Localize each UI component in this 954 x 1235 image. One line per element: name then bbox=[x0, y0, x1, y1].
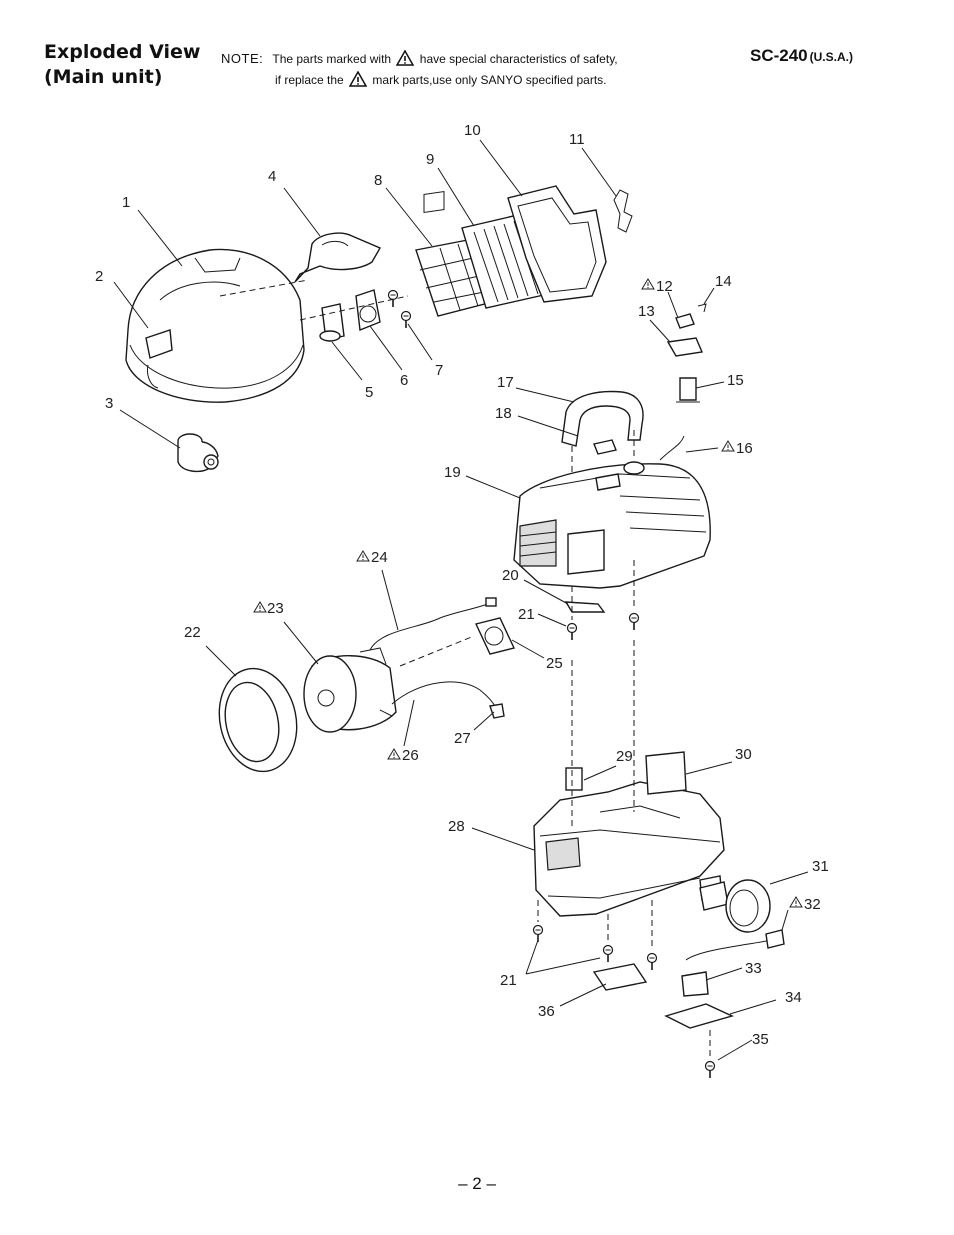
warning-triangle-icon bbox=[253, 601, 267, 613]
callout-2: 2 bbox=[95, 268, 103, 285]
note-line2-a: if replace the bbox=[275, 73, 344, 87]
part-bottom-plate bbox=[664, 1003, 735, 1029]
warning-triangle-icon bbox=[396, 50, 415, 66]
callout-15: 15 bbox=[727, 372, 744, 389]
part-wire-24 bbox=[369, 603, 489, 651]
part-terminal-27 bbox=[489, 703, 505, 719]
callout-17: 17 bbox=[497, 374, 514, 391]
part-wire-26 bbox=[391, 681, 497, 709]
callout-11: 11 bbox=[569, 131, 585, 148]
callout-10: 10 bbox=[464, 122, 481, 139]
part-switch-assembly bbox=[666, 303, 707, 403]
callout-21-lower: 21 bbox=[500, 972, 517, 989]
part-power-cord bbox=[685, 939, 773, 961]
callout-6: 6 bbox=[400, 372, 408, 389]
callout-23: 23 bbox=[267, 600, 284, 617]
part-hose-inlet bbox=[177, 433, 219, 473]
part-cord-holder bbox=[681, 971, 709, 997]
title-line-2: (Main unit) bbox=[44, 66, 163, 88]
callout-13: 13 bbox=[638, 303, 655, 320]
callout-12: 12 bbox=[656, 278, 673, 295]
part-filter-30 bbox=[645, 751, 687, 795]
safety-note: NOTE: The parts marked with have special… bbox=[221, 48, 618, 91]
callout-3: 3 bbox=[105, 395, 113, 412]
callout-32: 32 bbox=[804, 896, 821, 913]
part-gasket-ring bbox=[218, 667, 298, 773]
part-rear-cover bbox=[294, 232, 381, 283]
callout-24: 24 bbox=[371, 549, 388, 566]
callout-18: 18 bbox=[495, 405, 512, 422]
callout-1: 1 bbox=[122, 194, 130, 211]
callout-20: 20 bbox=[502, 567, 519, 584]
page-title: Exploded View (Main unit) bbox=[44, 40, 200, 90]
power-plug-icon bbox=[765, 929, 785, 949]
note-label: NOTE: bbox=[221, 51, 264, 66]
warning-triangle-icon bbox=[387, 748, 401, 760]
note-line1-b: have special characteristics of safety, bbox=[419, 52, 618, 66]
callout-numbers: 1 2 3 4 5 6 7 8 9 10 11 12 13 14 15 16 1… bbox=[95, 122, 829, 1048]
callout-27: 27 bbox=[454, 730, 471, 747]
part-filter-frame bbox=[507, 185, 607, 303]
part-handle-bracket bbox=[593, 439, 617, 455]
callout-22: 22 bbox=[184, 624, 201, 641]
part-latch-parts bbox=[319, 289, 412, 342]
callout-31: 31 bbox=[812, 858, 829, 875]
warning-triangle-icon bbox=[356, 550, 370, 562]
leader-lines bbox=[113, 139, 809, 1061]
warning-triangle-icon bbox=[641, 278, 655, 290]
part-label-36 bbox=[592, 963, 648, 991]
callout-29: 29 bbox=[616, 748, 633, 765]
part-motor bbox=[303, 647, 397, 733]
callout-28: 28 bbox=[448, 818, 465, 835]
callout-35: 35 bbox=[752, 1031, 769, 1048]
callout-33: 33 bbox=[745, 960, 762, 977]
warning-triangle-icon bbox=[789, 896, 803, 908]
callout-26: 26 bbox=[402, 747, 419, 764]
note-line1-a: The parts marked with bbox=[272, 52, 392, 66]
part-motor-cover bbox=[513, 435, 711, 589]
callout-5: 5 bbox=[365, 384, 373, 401]
callout-30: 30 bbox=[735, 746, 752, 763]
warning-triangle-icon bbox=[349, 71, 368, 87]
callout-4: 4 bbox=[268, 168, 276, 185]
callout-25: 25 bbox=[546, 655, 563, 672]
model-number: SC-240 bbox=[750, 46, 808, 65]
model-label: SC-240(U.S.A.) bbox=[750, 46, 853, 66]
callout-8: 8 bbox=[374, 172, 382, 189]
part-fan-cover bbox=[475, 617, 515, 655]
callout-14: 14 bbox=[715, 273, 732, 290]
callout-21-upper: 21 bbox=[518, 606, 535, 623]
callout-16: 16 bbox=[736, 440, 753, 457]
note-line2-b: mark parts,use only SANYO specified part… bbox=[372, 73, 607, 87]
callout-34: 34 bbox=[785, 989, 802, 1006]
callout-19: 19 bbox=[444, 464, 461, 481]
part-spacer bbox=[564, 601, 606, 613]
model-region: (U.S.A.) bbox=[809, 50, 853, 64]
callout-7: 7 bbox=[435, 362, 443, 379]
page-number: – 2 – bbox=[458, 1174, 496, 1193]
part-carry-handle bbox=[561, 390, 644, 480]
part-spring-clip bbox=[613, 189, 633, 233]
callout-36: 36 bbox=[538, 1003, 555, 1020]
callout-9: 9 bbox=[426, 151, 434, 168]
title-line-1: Exploded View bbox=[44, 41, 201, 63]
part-29 bbox=[565, 767, 583, 791]
part-lower-body bbox=[533, 781, 725, 917]
wire-connector bbox=[485, 597, 497, 607]
warning-triangle-icon bbox=[721, 440, 735, 452]
part-wheel bbox=[699, 879, 771, 933]
part-upper-cover bbox=[125, 248, 305, 403]
